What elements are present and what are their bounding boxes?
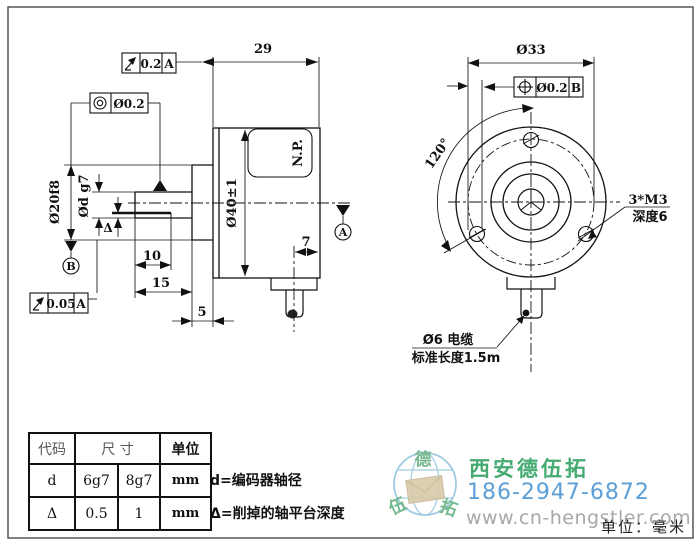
cable-end-section: [287, 309, 298, 319]
flat-depth-note: Δ=削掉的轴平台深度: [210, 506, 345, 522]
dim-shaft-label: Ød g7: [77, 174, 92, 217]
side-view: 29 Ø40±1 Ø20f8 Ød g7 10 15 5 7 Δ N.P. 0.…: [29, 42, 352, 332]
header-size: 尺 寸: [74, 432, 161, 465]
centerlines-side: [128, 202, 352, 332]
company-name: 西安德伍拓: [469, 457, 589, 481]
datum-b-circle: [62, 257, 80, 275]
dim-33-label: Ø33: [516, 43, 545, 58]
shaft-diameter-note: d=编码器轴径: [210, 473, 302, 489]
header-code: 代码: [28, 432, 76, 465]
company-logo: 德 伍 拓: [386, 449, 460, 522]
angle-120-label: 120°: [422, 136, 454, 172]
runout-bottom-value: 0.05: [46, 297, 75, 311]
centerlines-front: [448, 112, 620, 372]
datum-a-label: A: [338, 226, 348, 239]
dim-29-label: 29: [254, 42, 272, 57]
datum-target-shaft: [153, 180, 167, 191]
runout-top-datum: A: [163, 57, 174, 71]
runout-tolerance-box-top: [121, 52, 177, 74]
dim-5-label: 5: [197, 305, 206, 320]
dim-15-label: 15: [152, 276, 170, 291]
position-icon: [517, 79, 533, 95]
website-url: www.cn-hengstler.com: [466, 507, 692, 529]
table-row: Δ 0.5 1 mm: [28, 496, 212, 531]
mounting-boss-outline: [191, 164, 213, 241]
front-view: Ø33 Ø0.2 B 120° 3*M3 深度6 Ø6 电缆 标准长度1.5m: [411, 43, 670, 372]
angle-arc: [436, 107, 530, 250]
cable-end-dot: [522, 309, 530, 317]
cable-length-label: 标准长度1.5m: [411, 350, 501, 366]
cell-size-d2: 8g7: [117, 463, 161, 498]
np-label: N.P.: [291, 139, 306, 167]
concentricity-icon: [93, 96, 107, 110]
cell-size-delta2: 1: [117, 496, 161, 531]
runout-bottom-datum: A: [75, 297, 86, 311]
np-panel: [247, 128, 313, 178]
unit-note: 单位：毫米: [601, 518, 687, 536]
datum-a-triangle: [336, 205, 350, 216]
datum-b-triangle: [65, 241, 77, 252]
datum-b-label: B: [66, 260, 75, 273]
shaft-outline: [112, 191, 192, 219]
dim-20-label: Ø20f8: [48, 180, 63, 224]
position-tolerance-box: [513, 76, 584, 98]
datum-a-circle: [334, 223, 352, 241]
logo-char-right: 拓: [437, 497, 460, 522]
cell-code-d: d: [28, 463, 76, 498]
dimension-lines-front: [412, 57, 670, 349]
position-value: Ø0.2: [536, 81, 567, 95]
logo-char-top: 德: [415, 449, 432, 470]
runout-icon: [124, 57, 136, 71]
dim-40-label: Ø40±1: [225, 178, 240, 227]
thread-depth-label: 深度6: [632, 209, 667, 225]
arrowheads-side: [65, 58, 350, 325]
cable-diameter-label: Ø6 电缆: [423, 332, 474, 348]
envelope-icon: [405, 475, 446, 504]
dimension-lines-side: [64, 57, 344, 327]
dim-10-label: 10: [143, 249, 161, 264]
runout-tolerance-box-bottom: [29, 292, 89, 314]
table-row: d 6g7 8g7 mm: [28, 463, 212, 498]
drawing-frame: [7, 6, 694, 539]
cell-size-delta1: 0.5: [74, 496, 119, 531]
spec-table: 代码 尺 寸 单位 d 6g7 8g7 mm Δ 0.5 1 mm: [28, 432, 212, 531]
concentricity-tolerance-box: [89, 92, 149, 114]
mounting-holes: [468, 131, 595, 243]
runout-top-value: 0.2: [141, 57, 162, 71]
phone-number: 186-2947-6872: [467, 480, 650, 505]
cell-unit-delta: mm: [159, 496, 212, 531]
concentricity-value: Ø0.2: [113, 97, 144, 111]
arrowheads-front: [441, 59, 597, 324]
cell-unit-d: mm: [159, 463, 212, 498]
position-datum: B: [571, 81, 581, 95]
logo-char-left: 伍: [386, 493, 410, 520]
delta-symbol: Δ: [103, 221, 112, 235]
table-header-row: 代码 尺 寸 单位: [28, 432, 212, 465]
cell-size-d1: 6g7: [74, 463, 119, 498]
thread-spec-label: 3*M3: [628, 193, 667, 208]
dim-7-label: 7: [301, 235, 310, 250]
cell-code-delta: Δ: [28, 496, 76, 531]
header-unit: 单位: [159, 432, 212, 465]
runout-icon: [32, 297, 44, 311]
